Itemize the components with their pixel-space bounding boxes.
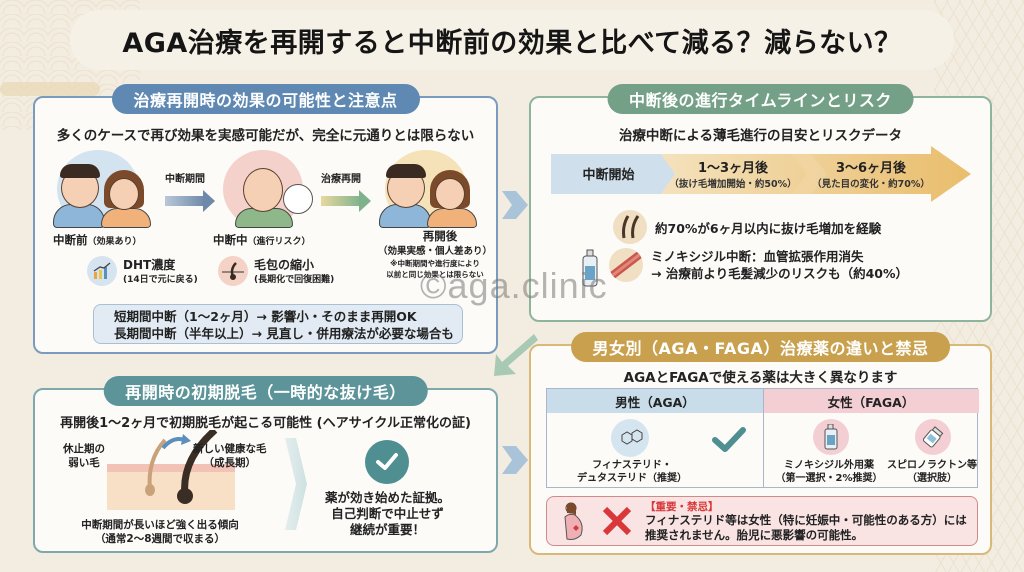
pill-bottle-icon	[915, 419, 951, 455]
dht-title: DHT濃度	[123, 258, 176, 272]
follicle-bubble-icon	[283, 184, 313, 214]
title-banner: AGA治療を再開すると中断前の効果と比べて減る？減らない？	[70, 10, 954, 70]
stage-after-label: 再開後	[422, 229, 458, 243]
male-drug: フィナステリド・デュタステリド（推奨）	[577, 460, 687, 484]
weak-hair-label: 休止期の弱い毛	[63, 443, 105, 469]
follicle-title: 毛包の縮小	[254, 258, 315, 272]
risk-item-hair-loss: 約70%が6ヶ月以内に抜け毛増加を経験	[613, 210, 881, 244]
pregnant-woman-icon	[559, 501, 589, 547]
blood-vessel-icon	[609, 248, 643, 282]
minoxidil-risk-line-2: → 治療前より毛髪減少のリスクも（約40%）	[651, 266, 908, 281]
minoxidil-spray-icon	[813, 419, 849, 455]
female-drug-minoxidil: ミノキシジル外用薬（第一選択・2%推奨）	[775, 460, 883, 484]
hair-cycle-illustration	[107, 430, 235, 510]
dht-note: (14日で元に戻る)	[123, 275, 198, 285]
minoxidil-risk-line-1: ミノキシジル中断：血管拡張作用消失	[651, 249, 864, 264]
panel-timeline-risk: 中断後の進行タイムラインとリスク 治療中断による薄毛進行の目安とリスクデータ 中…	[529, 84, 992, 322]
timeline-arrow-shape	[551, 146, 971, 202]
check-icon	[365, 440, 409, 484]
panel-subtitle: AGAとFAGAで使える薬は大きく異なります	[623, 370, 898, 386]
warning-title: 【重要・禁忌】	[645, 501, 719, 513]
couple-after-illustration	[375, 148, 485, 228]
progression-timeline: 中断開始 1〜3ヶ月後 （抜け毛増加開始・約50%） 3〜6ヶ月後 （見た目の変…	[551, 146, 971, 202]
hair-strands-icon	[613, 210, 647, 244]
male-column-header: 男性（AGA）	[547, 389, 763, 413]
recommended-check-icon	[712, 427, 746, 457]
interruption-period-label: 中断期間	[165, 174, 205, 185]
warning-text: フィナステリド等は女性（特に妊娠中・可能性のある方）には 推奨されません。胎児に…	[645, 513, 967, 542]
stage-after-note: （効果実感・個人差あり）	[377, 246, 492, 257]
panel-heading: 治療再開時の効果の可能性と注意点	[111, 84, 420, 114]
new-hair-label: 新しい健康な毛（成長期）	[193, 443, 267, 469]
panel-initial-shedding: 再開時の初期脱毛（一時的な抜け毛） 再開後1〜2ヶ月で初期脱毛が起こる可能性 (…	[33, 376, 498, 553]
follicle-note: (長期化で回復困難)	[254, 275, 335, 285]
prohibited-x-icon	[601, 505, 633, 541]
short-interruption-note: 短期間中断（1〜2ヶ月）→ 影響小・そのまま再開OK	[114, 309, 417, 324]
panel-subtitle: 多くのケースで再び効果を実感可能だが、完全に元通りとは限らない	[56, 128, 475, 144]
stage-during-label: 中断中（進行リスク）	[213, 233, 311, 247]
result-message: 薬が効き始めた証拠。 自己判断で中止せず 継続が重要！	[324, 490, 450, 537]
drug-comparison-table: 男性（AGA） 女性（FAGA） フィナステリド・デュタステリド（推奨） ミノキ…	[546, 388, 979, 488]
person-during-illustration	[221, 150, 321, 230]
panel-gender-drugs: 男女別（AGA・FAGA）治療薬の違いと禁忌 AGAとFAGAで使える薬は大きく…	[529, 332, 992, 555]
stage-after-footnote-2: 以前と同じ効果とは限らない	[386, 270, 484, 279]
flow-arrow-diagonal	[494, 334, 538, 376]
result-chevron	[285, 438, 307, 530]
stage-after-footnote-1: ※中断期間や進行度により	[390, 259, 480, 268]
panel-heading: 再開時の初期脱毛（一時的な抜け毛）	[103, 376, 428, 406]
long-interruption-note: 長期間中断（半年以上）→ 見直し・併用療法が必要な場合も	[114, 326, 454, 341]
flow-arrow-right-bottom	[502, 446, 528, 474]
timeline-stage-3-6-months: 3〜6ヶ月後 （見た目の変化・約70%）	[812, 160, 930, 190]
female-drug-spironolactone: スピロノラクトン等（選択肢）	[887, 460, 977, 484]
bar-chart-icon	[87, 256, 117, 286]
molecule-icon	[611, 419, 649, 457]
couple-before-illustration	[49, 148, 159, 228]
spray-bottle-icon	[581, 248, 603, 288]
flow-arrow-right-top	[502, 191, 528, 219]
panel-subtitle: 再開後1〜2ヶ月で初期脱毛が起こる可能性 (ヘアサイクル正常化の証)	[60, 416, 471, 431]
contraindication-warning: 【重要・禁忌】 フィナステリド等は女性（特に妊娠中・可能性のある方）には 推奨さ…	[546, 496, 978, 546]
timeline-stage-1-3-months: 1〜3ヶ月後 （抜け毛増加開始・約50%）	[669, 160, 797, 190]
female-column-header: 女性（FAGA）	[763, 389, 979, 413]
resume-arrow	[321, 190, 371, 212]
panel-resume-effects: 治療再開時の効果の可能性と注意点 多くのケースで再び効果を実感可能だが、完全に元…	[33, 84, 498, 354]
stage-before-label: 中断前（効果あり）	[53, 233, 142, 247]
interruption-arrow	[165, 190, 215, 212]
shedding-caption: 中断期間が長いほど強く出る傾向（通常2〜8週間で収まる）	[81, 519, 239, 545]
panel-heading: 男女別（AGA・FAGA）治療薬の違いと禁忌	[570, 332, 951, 362]
hair-follicle-icon	[218, 256, 248, 286]
panel-heading: 中断後の進行タイムラインとリスク	[607, 84, 914, 114]
treatment-resume-label: 治療再開	[321, 174, 361, 185]
page-title: AGA治療を再開すると中断前の効果と比べて減る？減らない？	[122, 27, 902, 59]
panel-subtitle: 治療中断による薄毛進行の目安とリスクデータ	[618, 128, 903, 144]
timeline-stage-start: 中断開始	[582, 167, 635, 183]
risk-item-minoxidil: ミノキシジル中断：血管拡張作用消失 → 治療前より毛髪減少のリスクも（約40%）	[581, 248, 908, 288]
interruption-duration-notes: 短期間中断（1〜2ヶ月）→ 影響小・そのまま再開OK 長期間中断（半年以上）→ …	[93, 304, 463, 344]
decorative-band	[0, 82, 100, 96]
